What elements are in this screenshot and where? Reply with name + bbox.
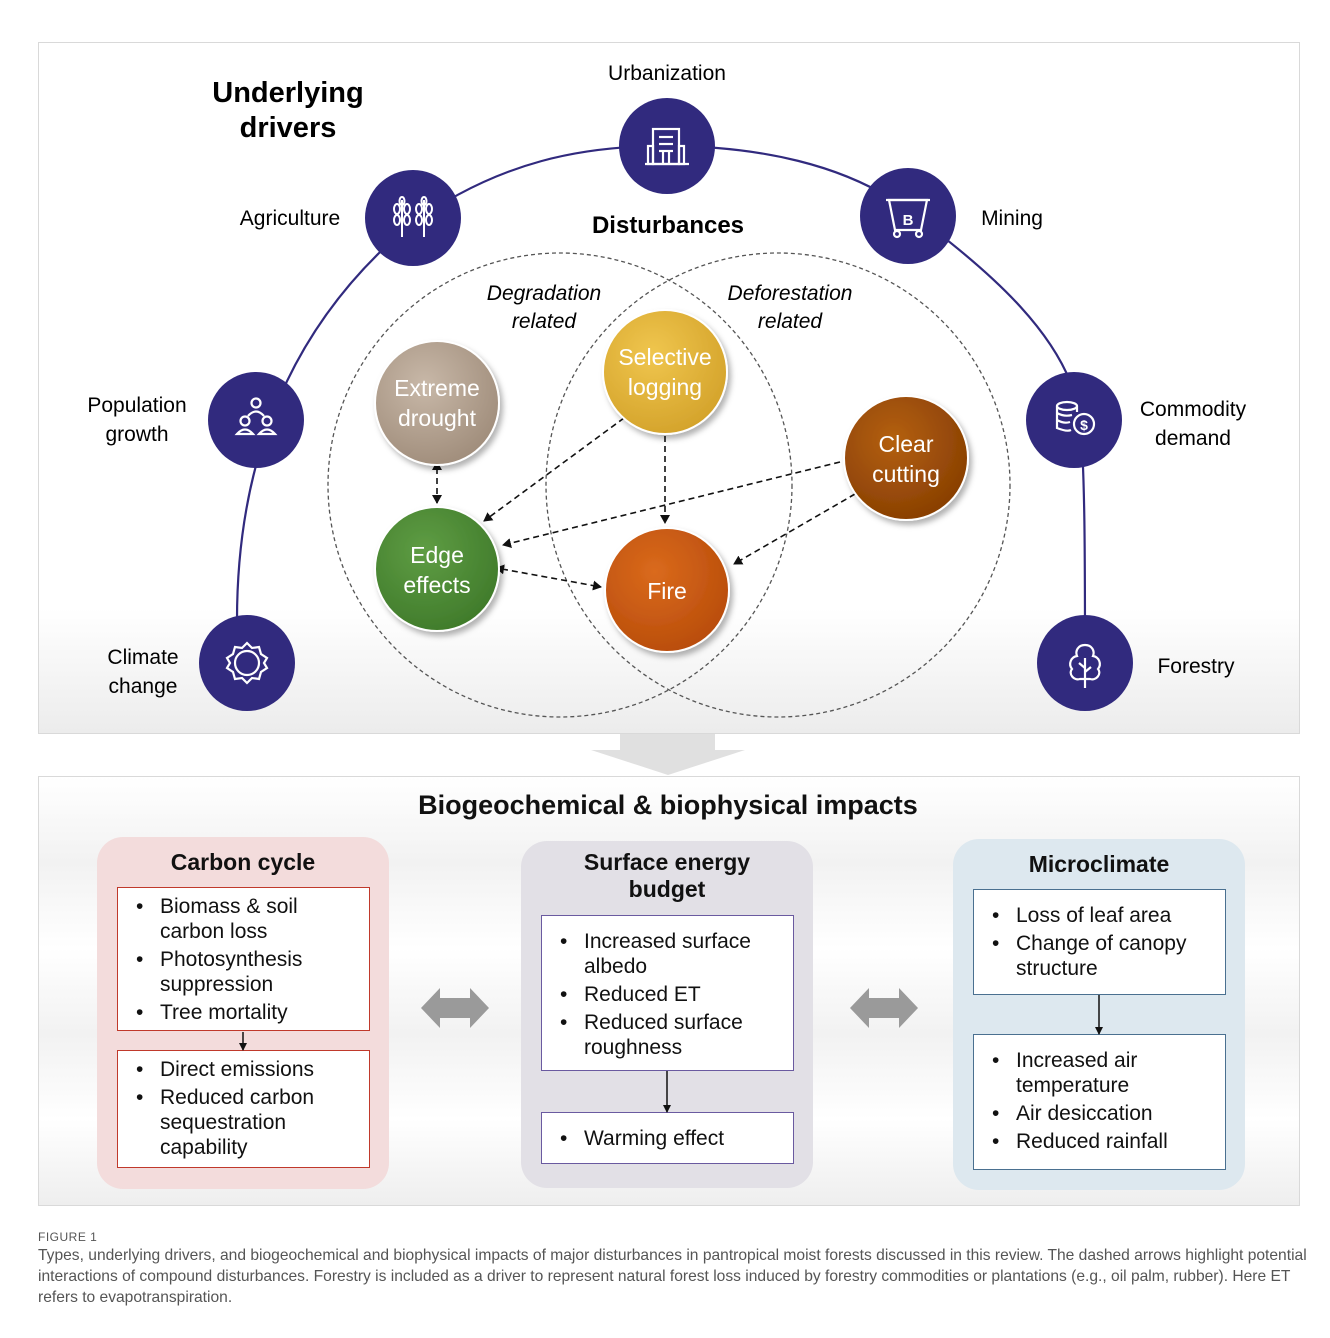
drivers-title-line2: drivers [240, 112, 337, 144]
degradation-circle [327, 252, 793, 718]
deforestation-circle [545, 252, 1011, 718]
carbon-cycle-title: Carbon cycle [170, 849, 316, 875]
clear-cutting-line1: Clear [879, 431, 934, 457]
edge-effects-line2: effects [403, 572, 470, 598]
population-driver: Population growth [87, 372, 304, 468]
forestry-driver: Forestry [1037, 615, 1235, 711]
mine-cart-bitcoin-icon: B [886, 198, 930, 239]
micro-item-leaf-area: Loss of leaf area [974, 903, 1225, 928]
energy-box-consequences: Warming effect [541, 1112, 794, 1164]
extreme-drought-line2: drought [398, 405, 477, 431]
flow-down-arrow [591, 734, 745, 775]
clear-cutting-node: Clear cutting [843, 395, 969, 521]
microclimate-title: Microclimate [1028, 851, 1170, 877]
climate-label-line1: Climate [107, 646, 178, 669]
arrow-edge-fire [495, 564, 602, 591]
arrow-clear-edge [502, 461, 841, 548]
deforestation-label-line1: Deforestation [728, 282, 853, 305]
degradation-label-line1: Degradation [487, 282, 601, 305]
clear-cutting-line2: cutting [872, 461, 940, 487]
degradation-label-line2: related [512, 310, 578, 333]
fire-node: Fire [604, 527, 730, 653]
commodity-label-line2: demand [1155, 427, 1231, 450]
arrow-clear-fire [733, 493, 856, 565]
figure-caption: FIGURE 1 Types, underlying drivers, and … [38, 1229, 1308, 1308]
impacts-title: Biogeochemical & biophysical impacts [418, 790, 918, 820]
people-icon [234, 397, 278, 436]
deforestation-label-line2: related [758, 310, 824, 333]
commodity-driver: $ Commodity demand [1026, 372, 1247, 468]
caption-label: FIGURE 1 [38, 1230, 98, 1244]
climate-label-line2: change [109, 675, 178, 698]
forestry-label: Forestry [1157, 655, 1235, 678]
coins-dollar-icon: $ [1055, 400, 1096, 436]
fire-label: Fire [647, 578, 687, 604]
commodity-label-line1: Commodity [1140, 398, 1247, 421]
edge-effects-node: Edge effects [374, 506, 500, 632]
agriculture-label: Agriculture [240, 207, 340, 230]
svg-text:$: $ [1080, 417, 1088, 433]
extreme-drought-node: Extreme drought [374, 340, 500, 466]
interaction-arrows [432, 417, 856, 591]
caption-text: Types, underlying drivers, and biogeoche… [38, 1247, 1307, 1306]
arrow-logging-edge [483, 417, 625, 522]
micro-box-direct-effects: Loss of leaf area Change of canopystruct… [973, 889, 1226, 995]
population-label-line1: Population [87, 394, 186, 417]
carbon-box-consequences: Direct emissions Reduced carbonsequestra… [117, 1050, 370, 1168]
sun-gear-icon [225, 641, 269, 685]
energy-item-warming: Warming effect [542, 1126, 793, 1151]
wheat-icon [393, 196, 433, 237]
edge-effects-line1: Edge [410, 542, 464, 568]
tree-icon [1069, 643, 1101, 688]
svg-text:B: B [903, 212, 914, 229]
mining-label: Mining [981, 207, 1043, 230]
selective-logging-node: Selective logging [602, 309, 728, 435]
selective-logging-line2: logging [628, 374, 702, 400]
microclimate-column: Microclimate Loss of leaf area Change of… [953, 839, 1245, 1190]
micro-item-desiccation: Air desiccation [974, 1101, 1225, 1126]
extreme-drought-line1: Extreme [394, 375, 480, 401]
mining-driver: B Mining [860, 168, 1043, 264]
population-label-line2: growth [105, 423, 168, 446]
building-icon [645, 127, 689, 166]
drivers-title-line1: Underlying [212, 77, 363, 109]
carbon-item-emissions: Direct emissions [118, 1057, 369, 1082]
micro-item-rainfall: Reduced rainfall [974, 1129, 1225, 1154]
urbanization-driver: Urbanization [608, 62, 726, 194]
disturbances-title: Disturbances [592, 212, 744, 239]
climate-driver: Climate change [107, 615, 295, 711]
selective-logging-line1: Selective [618, 344, 711, 370]
agriculture-driver: Agriculture [240, 170, 461, 266]
drivers-disturbances-diagram: Underlying drivers Disturbances Degradat… [87, 62, 1247, 775]
energy-item-et: Reduced ET [542, 982, 793, 1007]
carbon-item-mortality: Tree mortality [118, 1000, 369, 1025]
urbanization-label: Urbanization [608, 62, 726, 85]
